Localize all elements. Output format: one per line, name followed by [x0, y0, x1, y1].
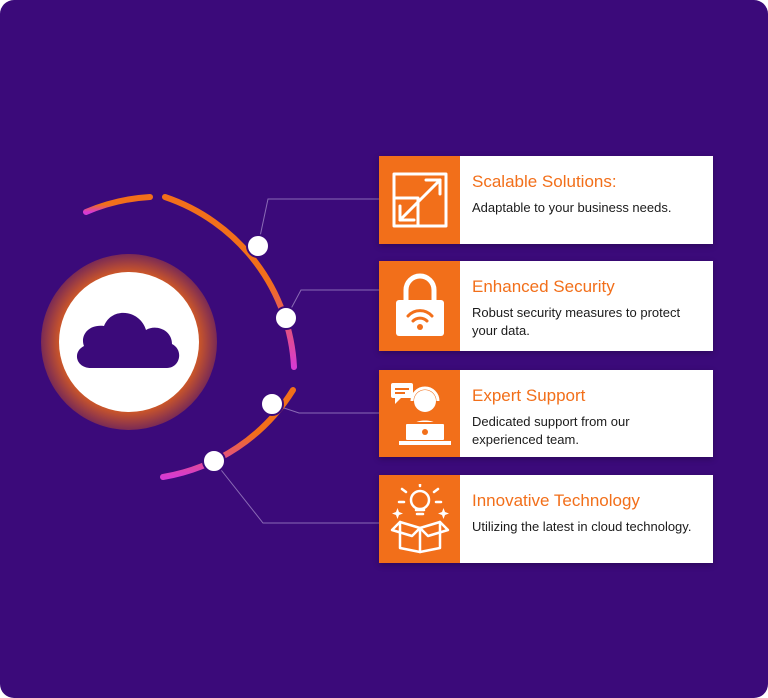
feature-icon-box — [379, 370, 460, 457]
orbit-arc-segment-1 — [83, 194, 153, 215]
orbit-node-4 — [202, 449, 226, 473]
feature-card-expert-support: Expert Support Dedicated support from ou… — [379, 370, 713, 457]
feature-title: Innovative Technology — [472, 491, 640, 510]
scale-arrows-icon — [392, 172, 447, 228]
feature-text: Scalable Solutions: Adaptable to your bu… — [460, 156, 713, 244]
feature-icon-box — [379, 261, 460, 351]
feature-card-scalable-solutions: Scalable Solutions: Adaptable to your bu… — [379, 156, 713, 244]
connector-line-1 — [257, 198, 379, 247]
feature-description: Robust security measures to protect your… — [472, 305, 681, 338]
feature-description: Adaptable to your business needs. — [472, 200, 672, 215]
feature-title: Enhanced Security — [472, 277, 615, 296]
feature-icon-box — [379, 156, 460, 244]
connector-line-4 — [213, 460, 379, 524]
feature-text: Enhanced Security Robust security measur… — [460, 261, 713, 351]
padlock-wifi-icon — [395, 273, 444, 336]
feature-text: Innovative Technology Utilizing the late… — [460, 475, 713, 563]
feature-card-enhanced-security: Enhanced Security Robust security measur… — [379, 261, 713, 351]
orbit-nodes — [202, 234, 298, 473]
feature-card-innovative-technology: Innovative Technology Utilizing the late… — [379, 475, 713, 563]
connector-line-3 — [271, 403, 379, 414]
connector-line-2 — [285, 289, 379, 319]
orbit-node-3 — [260, 392, 284, 416]
support-agent-icon — [390, 382, 451, 445]
feature-description: Dedicated support from our experienced t… — [472, 414, 630, 447]
idea-box-icon — [390, 484, 449, 554]
feature-title: Scalable Solutions: — [472, 172, 617, 191]
orbit-node-2 — [274, 306, 298, 330]
feature-title: Expert Support — [472, 386, 586, 405]
orbit-node-1 — [246, 234, 270, 258]
feature-description: Utilizing the latest in cloud technology… — [472, 519, 692, 534]
orbit-arc-segment-2 — [162, 194, 297, 370]
feature-icon-box — [379, 475, 460, 563]
feature-text: Expert Support Dedicated support from ou… — [460, 370, 713, 457]
cloud-icon — [76, 312, 180, 368]
